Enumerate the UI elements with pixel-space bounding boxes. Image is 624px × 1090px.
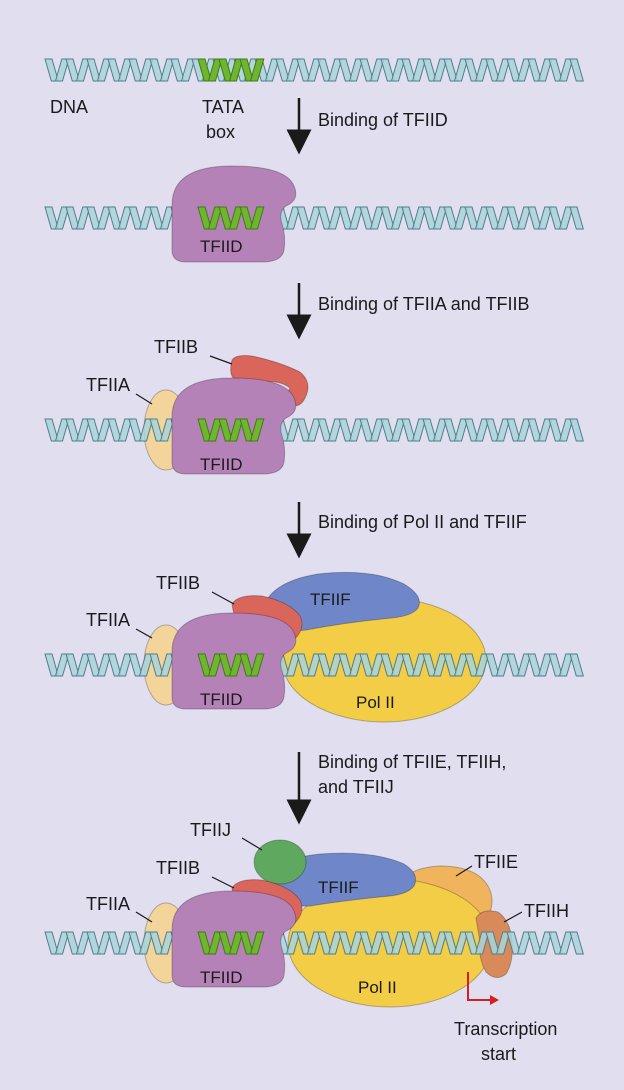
dna-helix (44, 418, 584, 442)
tfiid-label: TFIID (200, 690, 243, 709)
tfiid-label: TFIID (200, 968, 243, 987)
tfiih-leader (503, 911, 523, 923)
tfiib-leader (211, 591, 235, 605)
step-4-label-line-1: Binding of TFIIE, TFIIH, (318, 752, 506, 772)
helix-strand-segment (569, 418, 584, 442)
tfiih-label: TFIIH (524, 901, 569, 921)
dna-helix (44, 58, 584, 82)
tfiib-label: TFIIB (156, 858, 200, 878)
stage-5: TFIID Pol II TFIIF TFIIJ TFIIB TFIIA TFI… (44, 820, 584, 1064)
tfiie-leader (455, 865, 473, 877)
transcription-start-arrowhead (490, 995, 499, 1005)
helix-strand-segment (249, 931, 265, 955)
transcription-label: Transcription (454, 1019, 557, 1039)
tfiia-label: TFIIA (86, 894, 130, 914)
tfiia-label: TFIIA (86, 375, 130, 395)
dna-helix (44, 653, 584, 677)
step-3-label: Binding of Pol II and TFIIF (318, 512, 527, 532)
step-1-label: Binding of TFIID (318, 110, 448, 130)
stage-4: TFIID Pol II TFIIF TFIIB TFIIA (44, 571, 584, 723)
tfiij-protein (253, 839, 307, 885)
tata-label: TATA (202, 97, 244, 117)
helix-strand-segment (249, 58, 265, 82)
tata-box (197, 653, 265, 677)
tfiib-label: TFIIB (156, 573, 200, 593)
helix-strand-segment (569, 653, 584, 677)
helix-strand-segment (569, 206, 584, 230)
helix-strand-segment (249, 206, 265, 230)
start-label: start (481, 1044, 516, 1064)
tfiid-label: TFIID (200, 455, 243, 474)
step-2-label: Binding of TFIIA and TFIIB (318, 294, 529, 314)
box-label: box (206, 122, 235, 142)
helix-strand-segment (569, 58, 584, 82)
stage-3: TFIID TFIIB TFIIA (44, 337, 584, 475)
tfiib-leader (211, 876, 235, 889)
tfiif-protein (271, 852, 417, 907)
tfiif-label: TFIIF (318, 878, 359, 897)
dna-helix (44, 931, 584, 955)
helix-strand-segment (249, 653, 265, 677)
tfiie-label: TFIIE (474, 852, 518, 872)
stage-2: TFIID (44, 165, 584, 263)
tfiij-label: TFIIJ (190, 820, 231, 840)
step-4-label-line-2: and TFIIJ (318, 777, 394, 797)
tfiij-leader (241, 837, 263, 851)
tfiia-leader (135, 393, 153, 405)
stage-1: DNA TATA box (44, 58, 584, 142)
pol2-label: Pol II (356, 693, 395, 712)
helix-strand-segment (569, 931, 584, 955)
tfiif-protein (261, 571, 420, 632)
dna-label: DNA (50, 97, 88, 117)
tata-box (197, 931, 265, 955)
transcription-start-arrow (467, 972, 490, 1001)
helix-strand-segment (249, 418, 265, 442)
tfiif-label: TFIIF (310, 590, 351, 609)
tfiib-leader (209, 355, 233, 365)
tfiia-label: TFIIA (86, 610, 130, 630)
tfiid-label: TFIID (200, 237, 243, 256)
tata-box (197, 206, 265, 230)
tfiia-leader (135, 628, 153, 639)
tata-box (197, 418, 265, 442)
dna-helix (44, 206, 584, 230)
tata-box (197, 58, 265, 82)
pol2-label: Pol II (358, 978, 397, 997)
tfiib-label: TFIIB (154, 337, 198, 357)
tfiia-leader (135, 911, 153, 923)
